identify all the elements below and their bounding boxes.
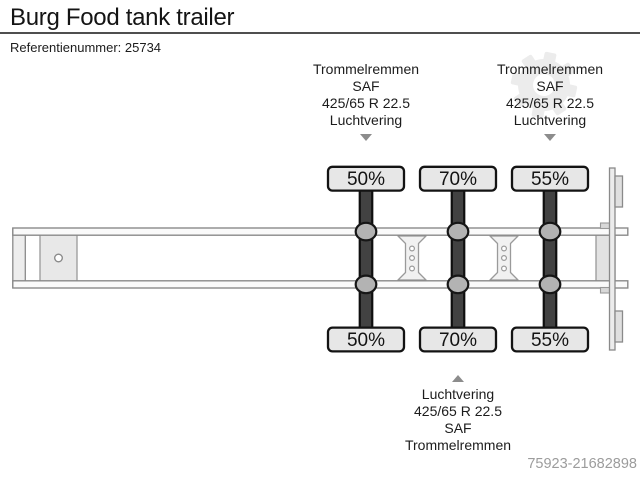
- crossmember-hole: [501, 255, 508, 262]
- axle-load-value: 70%: [439, 330, 477, 351]
- crossmember-hole: [409, 255, 416, 262]
- axle-load-value: 55%: [531, 330, 569, 351]
- down-arrow-icon: [360, 134, 372, 141]
- spec-line: Trommelremmen: [404, 437, 512, 453]
- spec-line: SAF: [444, 420, 472, 436]
- spec-line: 425/65 R 22.5: [414, 403, 502, 419]
- crossmember-hole: [501, 265, 508, 272]
- spec-block-top-left: Trommelremmen SAF 425/65 R 22.5 Luchtver…: [281, 61, 451, 141]
- spec-line: SAF: [352, 78, 380, 94]
- crossmember-hole: [501, 245, 508, 252]
- spec-line: Luchtvering: [329, 112, 403, 128]
- axle-load-badge-bottom: [510, 326, 590, 353]
- kingpin: [54, 253, 64, 263]
- wheel-hub: [538, 274, 562, 295]
- crossmember-hole: [409, 245, 416, 252]
- axle-load-value: 55%: [531, 169, 569, 190]
- chassis-rail-top: [12, 227, 629, 236]
- spec-line: Trommelremmen: [312, 61, 420, 77]
- wheel-hub: [538, 221, 562, 242]
- gear-watermark-icon: [510, 51, 578, 119]
- rear-bracket-bottom: [614, 310, 624, 343]
- axle-load-badge-bottom: [326, 326, 406, 353]
- spec-line: 425/65 R 22.5: [506, 95, 594, 111]
- wheel-hub: [354, 274, 378, 295]
- axle-load-value: 50%: [347, 169, 385, 190]
- axle-load-badge-top: [326, 165, 406, 192]
- reference-number: Referentienummer: 25734: [10, 40, 162, 55]
- down-arrow-icon: [544, 134, 556, 141]
- spec-line: 425/65 R 22.5: [322, 95, 410, 111]
- axle-load-badge-top: [510, 165, 590, 192]
- spec-line: SAF: [536, 78, 564, 94]
- title-divider: [0, 32, 640, 34]
- axle-load-value: 50%: [347, 330, 385, 351]
- rear-tab: [599, 286, 611, 294]
- crossmember-hole: [409, 265, 416, 272]
- spec-line: Trommelremmen: [496, 61, 604, 77]
- spec-line: Luchtvering: [421, 386, 495, 402]
- up-arrow-icon: [452, 375, 464, 382]
- axle-load-badge-top: [418, 165, 498, 192]
- axle-bar: [358, 188, 374, 331]
- front-crossmember: [12, 228, 26, 288]
- spec-block-bottom: Luchtvering 425/65 R 22.5 SAF Trommelrem…: [373, 375, 543, 454]
- rear-bracket-top: [614, 175, 624, 208]
- spec-block-top-right: Trommelremmen SAF 425/65 R 22.5 Luchtver…: [465, 61, 635, 141]
- rear-tab: [599, 222, 611, 230]
- spec-line: Luchtvering: [513, 112, 587, 128]
- wheel-hub: [446, 274, 470, 295]
- axle-bar: [542, 188, 558, 331]
- axle-load-value: 70%: [439, 169, 477, 190]
- page-title: Burg Food tank trailer: [10, 4, 235, 31]
- wheel-hub: [446, 221, 470, 242]
- axle-bar: [450, 188, 466, 331]
- wheel-hub: [354, 221, 378, 242]
- chassis-rail-bottom: [12, 280, 629, 289]
- listing-id: 75923-21682898: [527, 456, 637, 472]
- axle-load-badge-bottom: [418, 326, 498, 353]
- rear-bumper-plate: [608, 167, 616, 351]
